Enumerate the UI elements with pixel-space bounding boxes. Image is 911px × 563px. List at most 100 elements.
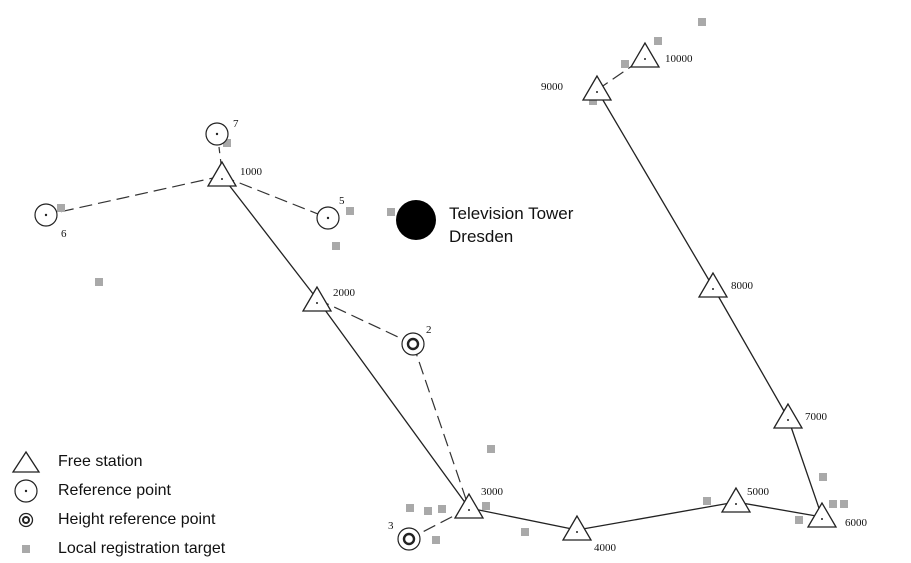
station-5000 bbox=[720, 486, 752, 513]
height-reference-point-2 bbox=[401, 332, 425, 356]
registration-target bbox=[654, 37, 662, 45]
free-station-triangle bbox=[720, 486, 752, 513]
registration-target bbox=[387, 208, 395, 216]
reference-point-6 bbox=[34, 203, 58, 227]
legend-item-reference-point: Reference point bbox=[8, 476, 225, 505]
station-center bbox=[468, 509, 470, 511]
legend-label-reference-point: Reference point bbox=[58, 481, 171, 499]
free-station-triangle bbox=[453, 492, 485, 519]
station-center bbox=[221, 178, 223, 180]
station-6000 bbox=[806, 501, 838, 528]
registration-target bbox=[424, 507, 432, 515]
station-8000 bbox=[697, 271, 729, 298]
legend-item-local-registration-target: Local registration target bbox=[8, 534, 225, 563]
registration-target bbox=[346, 207, 354, 215]
reference-point-center bbox=[326, 216, 330, 220]
registration-target bbox=[589, 97, 597, 105]
station-center bbox=[316, 302, 318, 304]
station-label-9000: 9000 bbox=[541, 81, 564, 93]
connection-1000-5 bbox=[221, 175, 329, 219]
free-station-triangle bbox=[772, 402, 804, 429]
registration-target bbox=[432, 536, 440, 544]
station-center bbox=[644, 58, 646, 60]
station-9000 bbox=[581, 74, 613, 101]
height-reference-inner bbox=[406, 337, 420, 351]
landmark-label-line1: Television Tower bbox=[449, 204, 574, 223]
reference-point-center bbox=[215, 132, 219, 136]
registration-target bbox=[795, 516, 803, 524]
station-center bbox=[596, 91, 598, 93]
station-label-3000: 3000 bbox=[481, 486, 504, 498]
registration-target bbox=[829, 500, 837, 508]
reference-point-label-7: 7 bbox=[233, 118, 239, 130]
station-center bbox=[576, 531, 578, 533]
station-label-5000: 5000 bbox=[747, 486, 770, 498]
traverse-line-5000-6000 bbox=[735, 501, 823, 518]
registration-target bbox=[698, 18, 706, 26]
connection-2 bbox=[412, 343, 470, 509]
legend-label-local-registration-target: Local registration target bbox=[58, 539, 226, 557]
registration-target bbox=[521, 528, 529, 536]
station-2000 bbox=[301, 285, 333, 312]
free-station-triangle bbox=[697, 271, 729, 298]
legend-item-free-station: Free station bbox=[8, 447, 225, 476]
station-1000 bbox=[206, 160, 238, 187]
reference-point-center bbox=[44, 213, 48, 217]
registration-target bbox=[487, 445, 495, 453]
station-10000 bbox=[629, 41, 661, 68]
registration-target bbox=[332, 242, 340, 250]
station-center bbox=[712, 288, 714, 290]
height-reference-label-3: 3 bbox=[388, 520, 394, 532]
traverse-line-1000-2000 bbox=[221, 175, 318, 300]
reference-point-7 bbox=[205, 122, 229, 146]
connection-1000-6 bbox=[45, 175, 223, 216]
height-reference-point-3 bbox=[397, 527, 421, 551]
station-4000 bbox=[561, 514, 593, 541]
connection-2000-2 bbox=[316, 298, 414, 345]
registration-target bbox=[819, 473, 827, 481]
traverse-line-7000-8000 bbox=[712, 286, 789, 419]
registration-target bbox=[223, 139, 231, 147]
registration-target bbox=[840, 500, 848, 508]
height-reference-inner bbox=[402, 532, 416, 546]
traverse-lines bbox=[221, 89, 823, 531]
traverse-line-3000-4000 bbox=[468, 507, 578, 531]
traverse-line-6000-7000 bbox=[787, 417, 823, 518]
free-station-triangle bbox=[806, 501, 838, 528]
registration-target bbox=[57, 204, 65, 212]
registration-targets bbox=[57, 18, 848, 544]
height-reference-label-2: 2 bbox=[426, 324, 432, 336]
station-label-7000: 7000 bbox=[805, 411, 828, 423]
station-label-2000: 2000 bbox=[333, 287, 356, 299]
circle-dot-icon bbox=[8, 476, 44, 505]
legend: Free station Reference point Height refe… bbox=[8, 447, 225, 563]
station-3000 bbox=[453, 492, 485, 519]
traverse-line-2000-3000 bbox=[316, 298, 470, 509]
free-station-triangle bbox=[629, 41, 661, 68]
traverse-line-4000-5000 bbox=[576, 501, 737, 531]
registration-target bbox=[438, 505, 446, 513]
registration-target bbox=[621, 60, 629, 68]
registration-target bbox=[406, 504, 414, 512]
free-station-triangle bbox=[301, 285, 333, 312]
station-center bbox=[735, 503, 737, 505]
landmark-label-line2: Dresden bbox=[449, 227, 513, 246]
station-label-1000: 1000 bbox=[240, 166, 263, 178]
station-center bbox=[787, 419, 789, 421]
reference-point-5 bbox=[316, 206, 340, 230]
legend-label-height-reference-point: Height reference point bbox=[58, 510, 216, 528]
station-center bbox=[821, 518, 823, 520]
height-reference-outer bbox=[401, 332, 425, 356]
station-label-4000: 4000 bbox=[594, 542, 617, 554]
registration-target bbox=[482, 502, 490, 510]
station-label-6000: 6000 bbox=[845, 517, 868, 529]
free-station-triangle bbox=[581, 74, 613, 101]
double-circle-icon bbox=[8, 505, 44, 534]
free-station-triangle bbox=[561, 514, 593, 541]
height-reference-outer bbox=[397, 527, 421, 551]
television-tower-marker bbox=[396, 200, 436, 240]
reference-point-label-5: 5 bbox=[339, 195, 345, 207]
legend-label-free-station: Free station bbox=[58, 452, 143, 470]
station-label-8000: 8000 bbox=[731, 280, 754, 292]
